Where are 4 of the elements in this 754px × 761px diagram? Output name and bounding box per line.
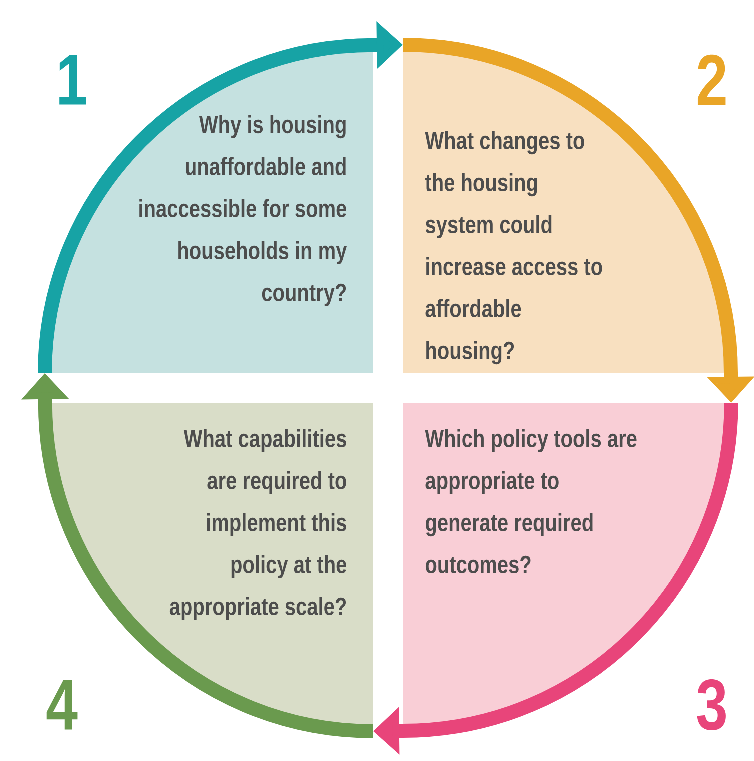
step-number: 1 xyxy=(60,55,86,105)
step-number: 2 xyxy=(698,54,726,106)
step-number: 3 xyxy=(697,679,726,731)
step-number: 4 xyxy=(46,680,78,730)
